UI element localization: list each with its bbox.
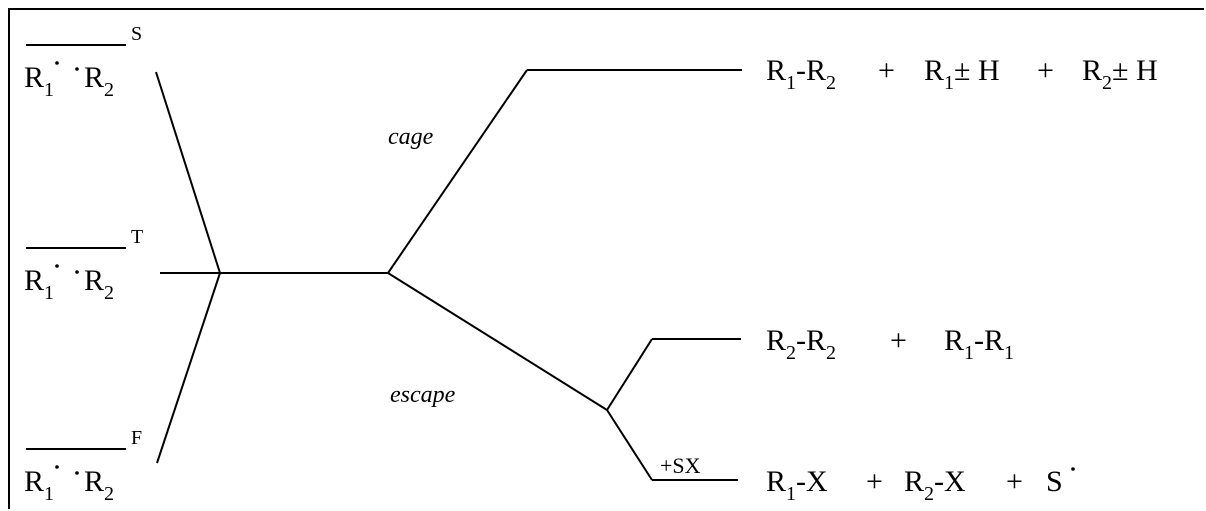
product-r: R	[766, 465, 786, 498]
product-subscript: 2	[1102, 72, 1112, 94]
radical-r2: R	[84, 465, 104, 498]
radical-r1-subscript: 1	[44, 79, 54, 101]
product-rest: -X	[934, 465, 966, 498]
spin-label: F	[131, 427, 142, 449]
cage-products: R 1 - R 2 + R 1 ± H + R 2 ± H	[766, 54, 1158, 94]
unpaired-electron-dot	[55, 264, 59, 268]
spin-label: S	[131, 23, 142, 45]
radical-r2-subscript: 2	[104, 79, 114, 101]
product-r: R	[806, 54, 826, 87]
product-subscript: 1	[964, 342, 974, 364]
bond-dash: -	[796, 54, 806, 87]
product-rest: ± H	[954, 54, 1000, 87]
product-subscript: 1	[786, 483, 796, 505]
cage-branch-line	[387, 69, 528, 274]
radical-pair-triplet: T R 1 R 2	[24, 226, 143, 304]
product-subscript: 1	[786, 72, 796, 94]
bond-dash: -	[796, 324, 806, 357]
radical-r1: R	[24, 61, 44, 94]
free-branch-line	[156, 272, 221, 464]
unpaired-electron-dot	[1071, 467, 1075, 471]
escape-label: escape	[390, 382, 456, 408]
escape-recombination-products: R 2 - R 2 + R 1 - R 1	[766, 324, 1014, 364]
product-rest: -X	[796, 465, 828, 498]
product-r: R	[806, 324, 826, 357]
unpaired-electron-dot	[75, 471, 79, 475]
product-subscript: 1	[944, 72, 954, 94]
scavenger-branch-line	[606, 409, 653, 481]
plus-sign: +	[878, 54, 895, 87]
radical-pair-singlet: S R 1 R 2	[24, 23, 142, 101]
scavenger-label: +SX	[660, 453, 701, 478]
cage-label: cage	[388, 124, 434, 150]
reaction-pathway-lines	[155, 69, 742, 481]
product-subscript: 2	[826, 72, 836, 94]
radical-r2: R	[84, 61, 104, 94]
product-r: R	[944, 324, 964, 357]
unpaired-electron-dot	[75, 270, 79, 274]
product-subscript: 2	[924, 483, 934, 505]
plus-sign: +	[1037, 54, 1054, 87]
product-r: R	[984, 324, 1004, 357]
plus-sign: +	[890, 324, 907, 357]
recombination-branch-line	[606, 338, 653, 411]
radical-r2-subscript: 2	[104, 282, 114, 304]
unpaired-electron-dot	[75, 67, 79, 71]
product-r: R	[924, 54, 944, 87]
plus-sign: +	[866, 465, 883, 498]
diagram-frame	[8, 8, 1204, 509]
bond-dash: -	[974, 324, 984, 357]
product-r: R	[904, 465, 924, 498]
product-r: R	[766, 324, 786, 357]
product-rest: ± H	[1112, 54, 1158, 87]
radical-r1-subscript: 1	[44, 483, 54, 505]
radical-r2: R	[84, 264, 104, 297]
escape-branch-line	[387, 272, 608, 411]
product-subscript: 2	[786, 342, 796, 364]
product-r: R	[766, 54, 786, 87]
escape-scavenged-products: R 1 -X + R 2 -X + S	[766, 465, 1075, 505]
singlet-branch-line	[155, 71, 221, 274]
radical-r1: R	[24, 264, 44, 297]
product-subscript: 2	[826, 342, 836, 364]
spin-label: T	[131, 226, 143, 248]
plus-sign: +	[1006, 465, 1023, 498]
product-s: S	[1046, 465, 1063, 498]
radical-r1: R	[24, 465, 44, 498]
unpaired-electron-dot	[55, 61, 59, 65]
unpaired-electron-dot	[55, 465, 59, 469]
radical-r1-subscript: 1	[44, 282, 54, 304]
radical-pair-free: F R 1 R 2	[24, 427, 142, 505]
product-r: R	[1082, 54, 1102, 87]
product-subscript: 1	[1004, 342, 1014, 364]
radical-r2-subscript: 2	[104, 483, 114, 505]
